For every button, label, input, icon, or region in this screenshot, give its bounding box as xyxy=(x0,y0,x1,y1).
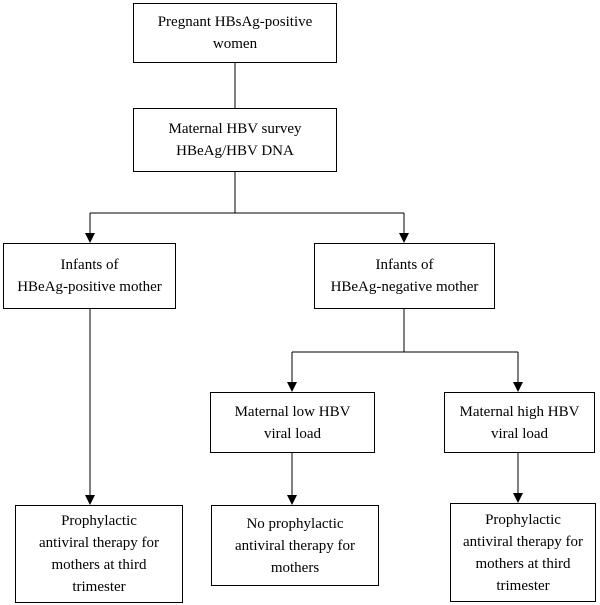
node-text-line: HBeAg-negative mother xyxy=(330,279,479,295)
node-text-line: Prophylactic xyxy=(485,511,561,528)
node-text-line: HBeAg/HBV DNA xyxy=(176,143,294,159)
node-text-line: viral load xyxy=(263,425,322,442)
node-text-line: viral load xyxy=(490,425,549,442)
node-infants-hbeag-negative-mother: Infants of HBeAg-negative mother xyxy=(314,243,495,309)
node-text-line: HBeAg-positive mother xyxy=(17,279,162,295)
node-text-line: Maternal high HBV xyxy=(459,403,580,420)
node-text-line: trimester xyxy=(496,577,550,594)
node-text-line: mothers at third xyxy=(51,557,147,573)
node-text-line: trimester xyxy=(72,579,126,595)
node-text-line: Prophylactic xyxy=(61,513,137,529)
node-infants-hbeag-positive-mother: Infants of HBeAg-positive mother xyxy=(3,243,176,309)
node-text-line: women xyxy=(212,36,258,52)
node-text-line: mothers xyxy=(270,559,320,576)
node-maternal-high-hbv-viral-load: Maternal high HBV viral load xyxy=(444,392,595,453)
node-text-line: Maternal low HBV xyxy=(234,403,351,420)
node-text-line: No prophylactic xyxy=(246,515,344,532)
node-text-line: mothers at third xyxy=(475,555,571,572)
node-maternal-low-hbv-viral-load: Maternal low HBV viral load xyxy=(210,392,375,453)
node-outcome-prophylactic-positive: Prophylactic antiviral therapy for mothe… xyxy=(15,505,183,603)
node-text-line: antiviral therapy for xyxy=(235,537,355,554)
node-outcome-prophylactic-high: Prophylactic antiviral therapy for mothe… xyxy=(450,503,596,602)
node-text-line: antiviral therapy for xyxy=(39,535,159,551)
node-text-line: Infants of xyxy=(375,257,434,273)
node-maternal-hbv-survey: Maternal HBV survey HBeAg/HBV DNA xyxy=(133,108,337,172)
node-text-line: antiviral therapy for xyxy=(463,533,583,550)
node-outcome-no-prophylactic: No prophylactic antiviral therapy for mo… xyxy=(211,505,379,586)
node-pregnant-hbsag-positive-women: Pregnant HBsAg-positive women xyxy=(133,3,337,63)
node-text-line: Pregnant HBsAg-positive xyxy=(157,14,313,30)
node-text-line: Infants of xyxy=(60,257,119,273)
node-text-line: Maternal HBV survey xyxy=(168,121,302,137)
